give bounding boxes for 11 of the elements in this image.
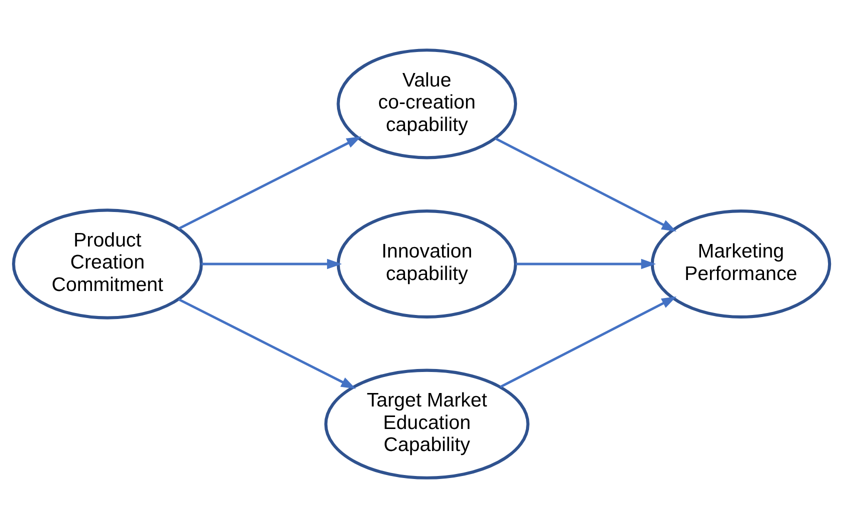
- node-ellipse: Value co-creation capability: [336, 48, 518, 159]
- arrow: [494, 136, 676, 232]
- node-ellipse: Target Market Education Capability: [324, 368, 530, 479]
- node-ellipse: Marketing Performance: [650, 209, 832, 318]
- arrow: [178, 298, 356, 388]
- arrow: [516, 258, 656, 269]
- node-ellipse: Product Creation Commitment: [12, 208, 203, 319]
- arrow: [202, 258, 342, 269]
- arrow: [500, 296, 676, 388]
- arrow: [178, 136, 362, 230]
- node-ellipse: Innovation capability: [336, 209, 518, 318]
